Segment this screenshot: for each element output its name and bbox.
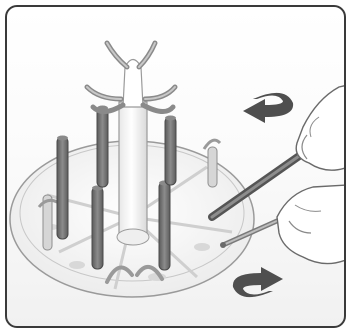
illustration-frame <box>5 5 346 328</box>
drying-rack-illustration <box>7 7 346 328</box>
peg-5 <box>97 106 108 188</box>
peg-3 <box>159 181 170 271</box>
peg-2 <box>92 186 103 270</box>
peg-1 <box>57 136 68 240</box>
peg-4 <box>165 116 176 186</box>
central-stem <box>117 60 149 246</box>
lower-hand <box>277 185 346 264</box>
upper-hand <box>296 85 346 170</box>
rotate-right-arrow-icon <box>233 267 283 297</box>
rotate-left-arrow-icon <box>243 93 293 123</box>
